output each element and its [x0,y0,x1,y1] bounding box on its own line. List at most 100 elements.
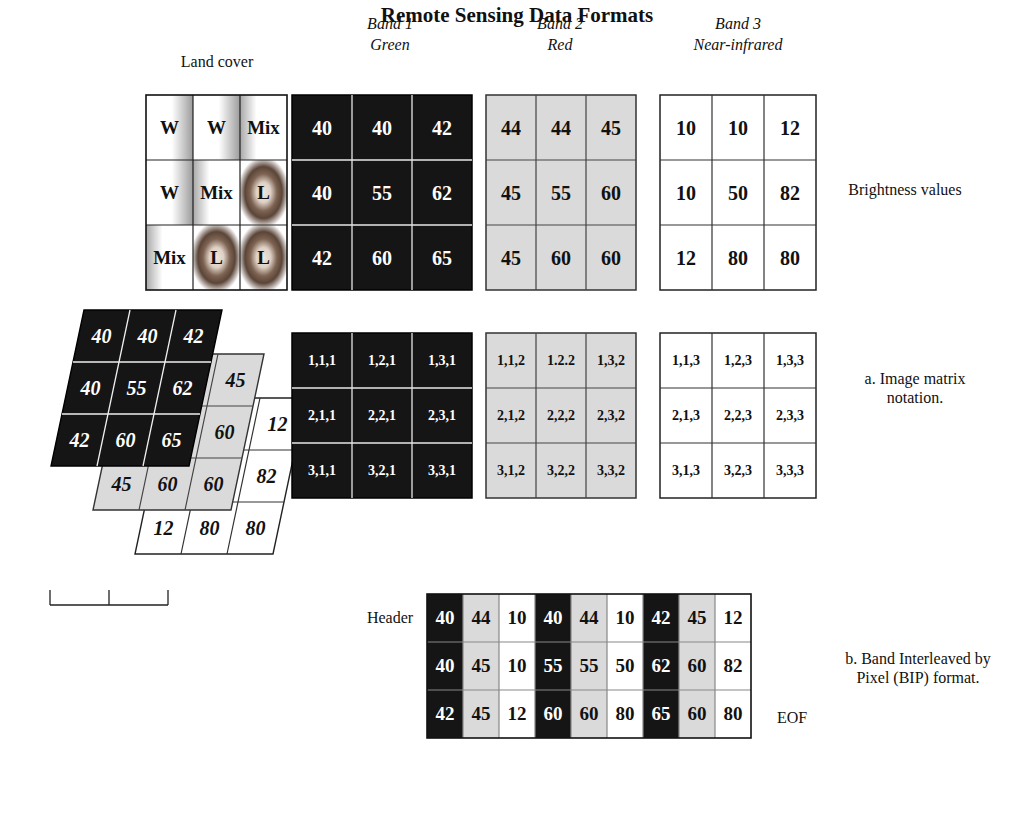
mixed-cell [193,160,240,225]
brightness-cell: 82 [780,181,800,205]
brightness-cell: 60 [601,181,621,205]
band3-column [499,594,535,738]
bip-cell: 40 [436,607,455,630]
band1-index-grid [292,333,472,498]
index-cell: 3,2,1 [368,462,396,479]
index-cell: 3,1,1 [308,462,336,479]
index-cell: 1,1,2 [497,352,525,369]
brightness-cell: 44 [501,116,521,140]
index-cell: 3,2,3 [724,462,752,479]
bip-cell: 12 [508,703,527,726]
bip-cell: 60 [544,703,563,726]
band3-column [715,594,751,738]
land-cover-cell: W [160,181,179,204]
stack-cell: 55 [127,376,147,400]
bip-grid [427,594,751,738]
band2-index-grid [486,333,636,498]
mixed-cell [146,225,193,290]
bip-cell: 10 [508,607,527,630]
index-cell: 2,3,3 [776,407,804,424]
brightness-cell: 12 [676,246,696,270]
grid-lines [146,95,287,290]
band1-layer [51,310,222,466]
header-label: Header [367,608,413,627]
grid-lines [660,95,816,290]
index-cell: 3,1,2 [497,462,525,479]
stack-cell: 45 [226,368,246,392]
land-cover-cell: W [207,116,226,139]
water-cell [146,95,193,160]
band2-column [463,594,499,738]
band-color: Near-infrared [694,35,783,54]
index-grids [292,333,816,498]
band-stack [50,310,306,605]
stack-cell: 60 [215,420,235,444]
index-cell: 1,1,1 [308,352,336,369]
band-name: Band 2 [537,14,583,33]
brightness-cell: 40 [312,116,332,140]
brightness-cell: 50 [728,181,748,205]
brightness-cell: 40 [312,181,332,205]
bip-cell: 62 [652,655,671,678]
bip-cell: 42 [436,703,455,726]
bip-cell: 80 [616,703,635,726]
band1-column [427,594,463,738]
grid-lines [486,333,636,498]
mixed-cell [240,95,287,160]
index-cell: 1,3,3 [776,352,804,369]
brightness-cell: 10 [676,116,696,140]
bip-cell: 55 [580,655,599,678]
land-cover-cell: Mix [247,116,280,139]
index-cell: 3,2,2 [547,462,575,479]
land-cover-cell: Mix [153,246,186,269]
bip-cell: 44 [472,607,491,630]
stack-cell: 65 [162,428,182,452]
row-label: Brightness values [848,180,961,199]
stack-cell: 60 [158,472,178,496]
brightness-cell: 60 [372,246,392,270]
band3-column [607,594,643,738]
brightness-cell: 42 [312,246,332,270]
grid-lines [292,333,472,498]
band-name: Band 3 [715,14,761,33]
band2-grid [486,95,636,290]
bip-cell: 65 [652,703,671,726]
eof-label: EOF [777,708,807,727]
band2-column [571,594,607,738]
brightness-cell: 65 [432,246,452,270]
brightness-cell: 80 [728,246,748,270]
brightness-cell: 10 [728,116,748,140]
stack-cell: 12 [154,516,174,540]
bip-cell: 44 [580,607,599,630]
index-cell: 2,1,1 [308,407,336,424]
index-cell: 1.2.2 [547,352,575,369]
water-cell [193,95,240,160]
band-name: Band 1 [367,14,413,33]
stack-cell: 80 [200,516,220,540]
stack-cell: 60 [204,472,224,496]
brightness-cell: 42 [432,116,452,140]
index-cell: 1,3,1 [428,352,456,369]
index-cell: 1,2,1 [368,352,396,369]
band1-column [535,594,571,738]
bip-cell: 82 [724,655,743,678]
bip-cell: 55 [544,655,563,678]
brightness-cell: 80 [780,246,800,270]
stack-cell: 12 [268,412,288,436]
index-cell: 1,1,3 [672,352,700,369]
bip-cell: 45 [472,655,491,678]
brightness-cell: 45 [601,116,621,140]
bip-cell: 60 [688,703,707,726]
brightness-cell: 40 [372,116,392,140]
index-cell: 1,2,3 [724,352,752,369]
band1-column [643,594,679,738]
brightness-cell: 55 [372,181,392,205]
brightness-cell: 12 [780,116,800,140]
grid-lines [486,95,636,290]
index-cell: 2,3,1 [428,407,456,424]
land-cover-cell: L [257,181,270,204]
index-cell: 2,1,3 [672,407,700,424]
band1-grid [292,95,472,290]
index-cell: 3,3,2 [597,462,625,479]
